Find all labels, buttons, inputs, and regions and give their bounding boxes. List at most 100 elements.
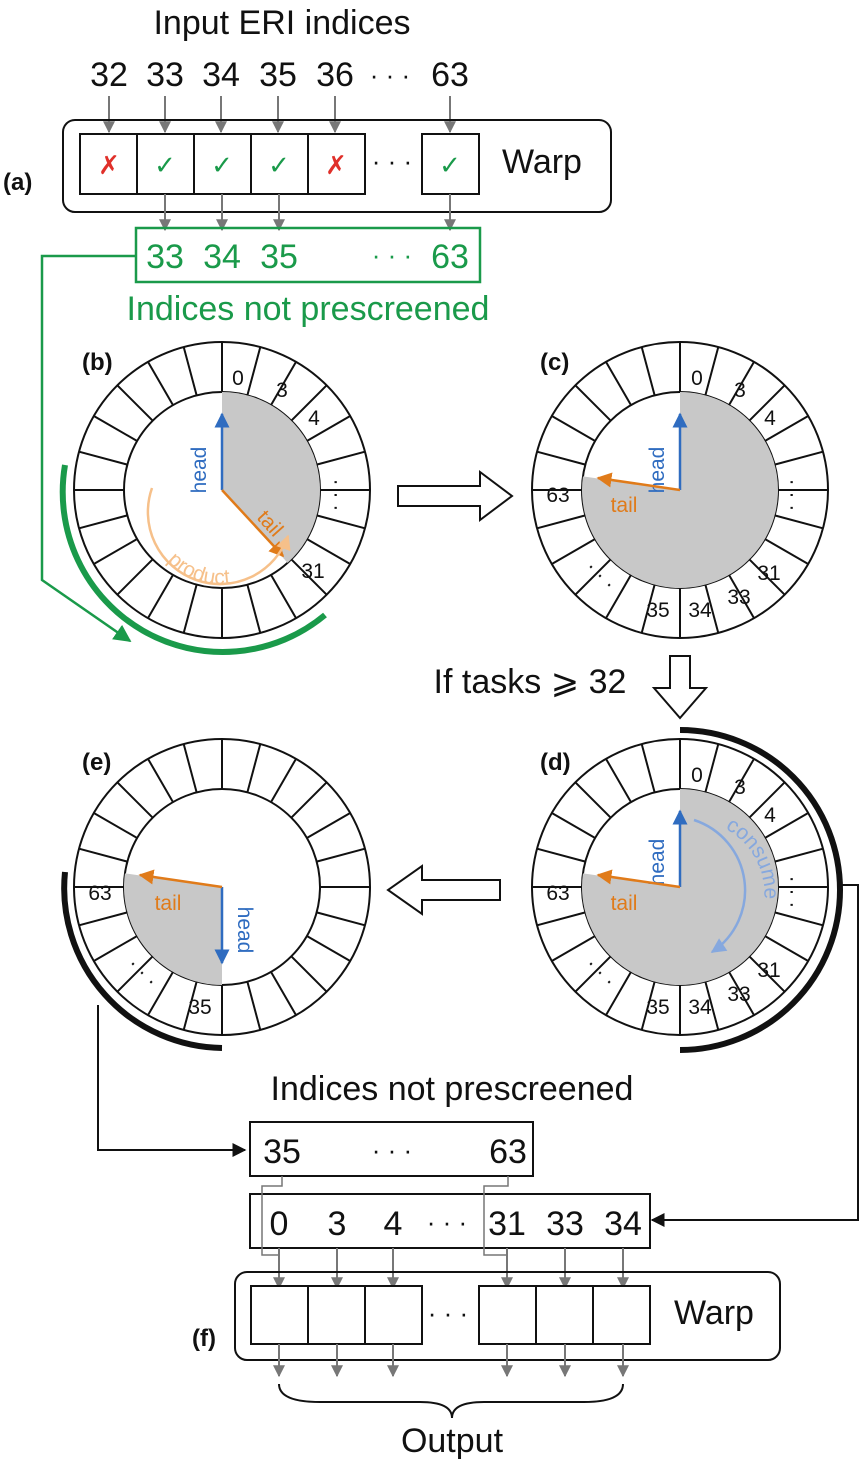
slot-divider xyxy=(182,584,198,634)
ellipsis: · · · xyxy=(427,1207,467,1237)
remaining-index: 35 xyxy=(263,1133,301,1171)
panel-a-label: (a) xyxy=(3,169,32,196)
slot-divider xyxy=(574,558,612,596)
slot-divider xyxy=(316,847,366,863)
tail-arrow-b xyxy=(221,489,285,558)
slot-label: 63 xyxy=(546,484,569,507)
slot-divider xyxy=(270,758,297,803)
kept-arrows xyxy=(159,194,456,232)
slot-divider xyxy=(640,346,656,396)
input-title: Input ERI indices xyxy=(153,4,410,42)
kept-index: 33 xyxy=(146,238,184,276)
slot-divider xyxy=(246,981,262,1031)
slot-divider xyxy=(116,781,154,819)
warp-input-arrows xyxy=(273,1248,629,1290)
slot-divider xyxy=(116,384,154,422)
consumed-index: 31 xyxy=(488,1205,526,1243)
slot-divider xyxy=(640,584,656,634)
slot-divider xyxy=(605,361,632,406)
ring-buffer-d xyxy=(531,738,829,1036)
slot-label: 3 xyxy=(734,776,746,799)
slot-divider xyxy=(605,574,632,619)
slot-divider xyxy=(147,361,174,406)
slot-divider xyxy=(704,346,720,396)
slot-label: 33 xyxy=(727,983,750,1006)
output-label: Output xyxy=(401,1422,504,1460)
slot-divider xyxy=(551,415,596,442)
slot-divider xyxy=(246,346,262,396)
fail-icon: ✗ xyxy=(98,150,120,180)
produce-arc xyxy=(146,487,291,586)
check-icon: ✓ xyxy=(154,150,176,180)
slot-divider xyxy=(78,514,128,530)
remaining-span-arc xyxy=(61,871,223,1051)
fail-icon: ✗ xyxy=(325,150,347,180)
remaining-indices-box xyxy=(249,1121,534,1177)
slot-divider xyxy=(748,384,786,422)
input-index: 34 xyxy=(202,56,240,94)
input-index: 36 xyxy=(316,56,354,94)
slot-divider xyxy=(93,538,138,565)
slot-divider xyxy=(306,935,351,962)
slot-divider xyxy=(748,781,786,819)
ellipsis: · · · xyxy=(428,1298,468,1328)
ellipsis: · · · xyxy=(372,146,412,176)
slot-divider xyxy=(774,514,824,530)
slot-divider xyxy=(147,758,174,803)
slot-divider xyxy=(316,450,366,466)
slot-divider xyxy=(290,384,328,422)
input-index: 33 xyxy=(146,56,184,94)
slot-label: 34 xyxy=(688,996,712,1019)
slot-divider xyxy=(764,935,809,962)
slot-label: 63 xyxy=(546,882,569,905)
ellipsis: · · · xyxy=(781,479,804,512)
head-label-d: head xyxy=(646,839,669,886)
ellipsis: · · · xyxy=(372,1135,412,1165)
consumed-index: 34 xyxy=(604,1205,642,1243)
flow-arrow-c-to-d xyxy=(651,655,709,720)
panel-e-label: (e) xyxy=(82,749,111,776)
slot-divider xyxy=(246,584,262,634)
slot-label: 0 xyxy=(691,367,703,390)
slot-divider xyxy=(728,971,755,1016)
check-icon: ✓ xyxy=(268,150,290,180)
slot-label: 4 xyxy=(764,804,776,827)
slot-divider xyxy=(306,538,351,565)
head-label-c: head xyxy=(646,447,669,494)
slot-label: 3 xyxy=(734,379,746,402)
check-icon: ✓ xyxy=(211,150,233,180)
kept-index: 35 xyxy=(260,238,298,276)
occupied-region xyxy=(123,873,222,985)
connector-e-to-box xyxy=(97,1005,247,1157)
slot-divider xyxy=(306,812,351,839)
warp-label-f: Warp xyxy=(674,1294,754,1332)
slot-divider xyxy=(290,558,328,596)
slot-divider xyxy=(182,743,198,793)
ellipsis: · · · xyxy=(370,60,410,90)
slot-label: 63 xyxy=(88,882,111,905)
occupied-region xyxy=(582,392,778,589)
flow-arrow-b-to-c xyxy=(397,470,514,522)
input-index-row: 32 33 34 35 36 · · · 63 xyxy=(90,56,469,94)
slot-divider xyxy=(728,758,755,803)
panel-d-label: (d) xyxy=(540,749,571,776)
slot-divider xyxy=(316,911,366,927)
tail-label-e: tail xyxy=(155,892,182,915)
panel-b-label: (b) xyxy=(82,349,113,376)
slot-label: 4 xyxy=(764,407,776,430)
slot-divider xyxy=(93,415,138,442)
slot-divider xyxy=(536,514,586,530)
slot-label: 0 xyxy=(232,367,244,390)
slot-divider xyxy=(306,415,351,442)
slot-label: 34 xyxy=(688,599,712,622)
consumed-index: 4 xyxy=(384,1205,403,1243)
slot-divider xyxy=(551,812,596,839)
slot-label: 35 xyxy=(188,996,211,1019)
slot-divider xyxy=(748,558,786,596)
slot-divider xyxy=(93,935,138,962)
slot-divider xyxy=(78,450,128,466)
input-index: 35 xyxy=(259,56,297,94)
flow-arrow-d-to-e xyxy=(386,864,501,916)
output-arrows xyxy=(273,1344,629,1378)
tail-arrow-e xyxy=(138,869,223,889)
